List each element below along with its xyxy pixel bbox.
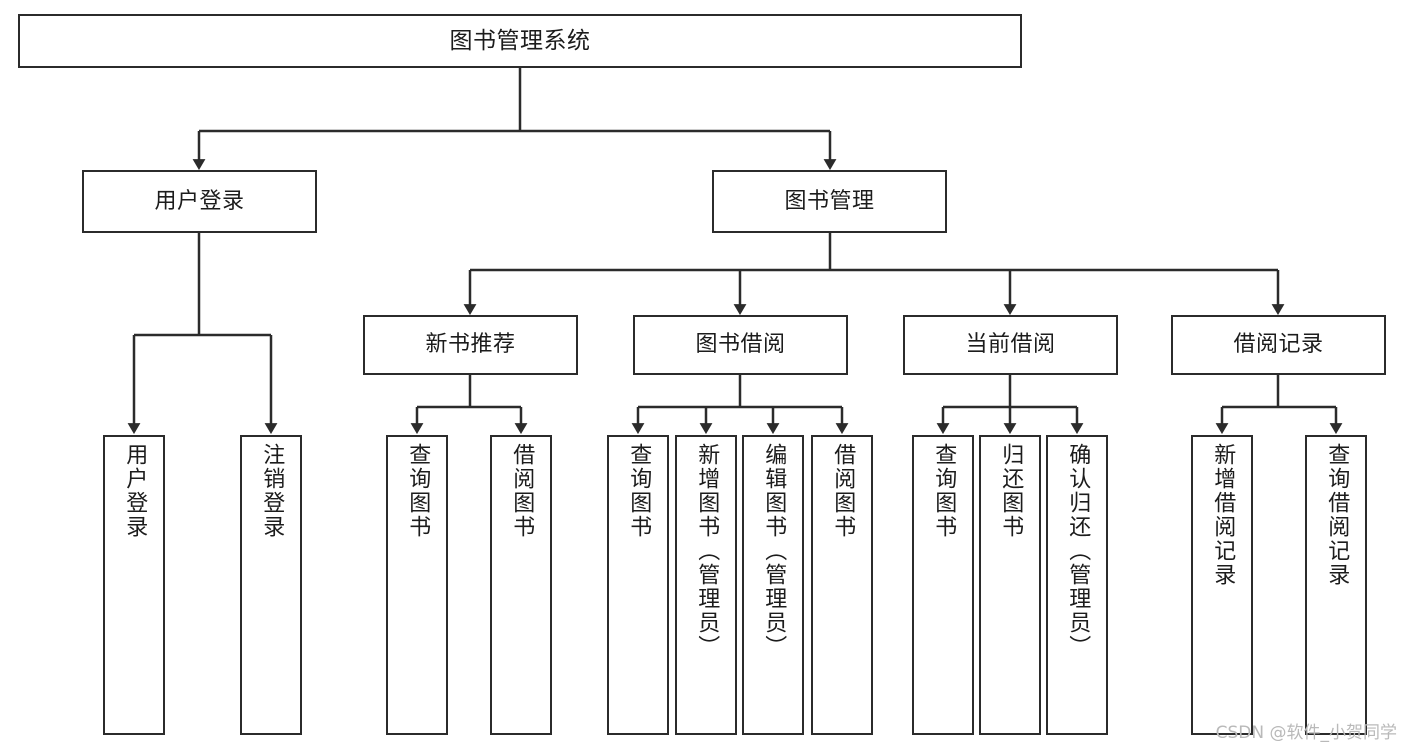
node-leaf-query-book-3[interactable]: 查询图书 [912,435,974,735]
node-leaf-confirm-return[interactable]: 确认归还（管理员） [1046,435,1108,735]
node-leaf-borrow-book-1[interactable]: 借阅图书 [490,435,552,735]
node-leaf-edit-book[interactable]: 编辑图书（管理员） [742,435,804,735]
node-leaf-logout-login-label: 注销登录 [259,443,285,539]
node-leaf-query-book-2[interactable]: 查询图书 [607,435,669,735]
node-leaf-borrow-book-2[interactable]: 借阅图书 [811,435,873,735]
node-book-borrow[interactable]: 图书借阅 [633,315,848,375]
node-leaf-add-record[interactable]: 新增借阅记录 [1191,435,1253,735]
node-leaf-confirm-return-label: 确认归还（管理员） [1065,443,1091,659]
node-borrow-record[interactable]: 借阅记录 [1171,315,1386,375]
node-borrow-record-label: 借阅记录 [1233,332,1324,358]
node-new-book-recommend[interactable]: 新书推荐 [363,315,578,375]
node-leaf-user-login-label: 用户登录 [122,443,148,539]
node-leaf-query-book-1[interactable]: 查询图书 [386,435,448,735]
node-leaf-add-record-label: 新增借阅记录 [1210,443,1236,587]
node-leaf-return-book[interactable]: 归还图书 [979,435,1041,735]
node-root[interactable]: 图书管理系统 [18,14,1022,68]
node-leaf-logout-login[interactable]: 注销登录 [240,435,302,735]
node-leaf-user-login[interactable]: 用户登录 [103,435,165,735]
node-leaf-query-record-label: 查询借阅记录 [1324,443,1350,587]
node-new-book-recommend-label: 新书推荐 [425,332,516,358]
node-current-borrow-label: 当前借阅 [965,332,1056,358]
node-leaf-query-book-3-label: 查询图书 [931,443,957,539]
node-user-login[interactable]: 用户登录 [82,170,317,233]
node-leaf-query-book-1-label: 查询图书 [405,443,431,539]
node-leaf-return-book-label: 归还图书 [998,443,1024,539]
node-root-label: 图书管理系统 [449,27,591,54]
watermark: CSDN @软件_小贺同学 [1215,723,1397,743]
node-leaf-query-book-2-label: 查询图书 [626,443,652,539]
node-leaf-edit-book-label: 编辑图书（管理员） [761,443,787,659]
node-leaf-add-book[interactable]: 新增图书（管理员） [675,435,737,735]
node-book-borrow-label: 图书借阅 [695,332,786,358]
node-leaf-borrow-book-2-label: 借阅图书 [830,443,856,539]
node-leaf-add-book-label: 新增图书（管理员） [694,443,720,659]
node-leaf-borrow-book-1-label: 借阅图书 [509,443,535,539]
node-leaf-query-record[interactable]: 查询借阅记录 [1305,435,1367,735]
node-book-management[interactable]: 图书管理 [712,170,947,233]
node-user-login-label: 用户登录 [154,188,245,214]
node-current-borrow[interactable]: 当前借阅 [903,315,1118,375]
node-book-management-label: 图书管理 [784,188,875,214]
